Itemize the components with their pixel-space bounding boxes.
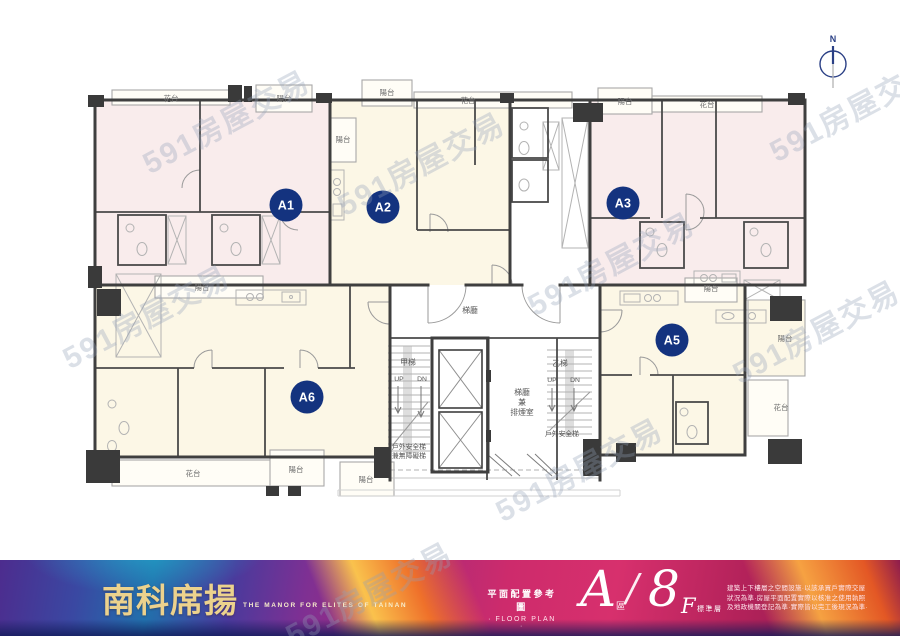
main-walls bbox=[93, 98, 807, 482]
area-label: 陽台 bbox=[778, 333, 793, 343]
zone-suffix: 區 bbox=[616, 601, 626, 611]
area-label: 花台 bbox=[774, 402, 789, 412]
lobby-label: 梯廳 bbox=[462, 305, 478, 315]
plan-caption-en: · FLOOR PLAN · bbox=[488, 616, 556, 630]
plan-caption: 平面配置參考圖 · FLOOR PLAN · bbox=[486, 587, 558, 630]
unit-badge-label: A1 bbox=[278, 199, 295, 213]
zone-letter: A bbox=[580, 560, 617, 618]
smoke-lobby-line3: 排煙室 bbox=[510, 407, 534, 417]
exit-stair-a-note: 兼無障礙梯 bbox=[392, 451, 426, 460]
disclaimer-line1: 建築上下樓層之空間設施·以該承買戶實際交屋 bbox=[727, 585, 866, 592]
stair-b-label: 乙梯 bbox=[552, 358, 568, 368]
area-label: 花台 bbox=[186, 468, 201, 478]
area-label: 陽台 bbox=[359, 474, 374, 484]
exit-stair-a-label: 戶外安全梯 bbox=[392, 442, 426, 451]
plan-caption-zh: 平面配置參考圖 bbox=[487, 589, 557, 612]
exit-stair-b-label: 戶外安全梯 bbox=[545, 429, 579, 438]
project-title: 南科席揚 bbox=[102, 584, 238, 620]
floor-suffix: 標準層 bbox=[697, 606, 723, 613]
area-label: 陽台 bbox=[277, 93, 292, 103]
unit-badge-label: A5 bbox=[664, 334, 681, 348]
core-labels: 梯廳 甲梯 UP DN 戶外安全梯 兼無障礙梯 梯廳 兼 排煙室 乙梯 UP D… bbox=[392, 305, 580, 460]
area-label: 花台 bbox=[164, 93, 179, 103]
column-blocks bbox=[86, 85, 805, 496]
area-label: 陽台 bbox=[336, 134, 351, 144]
floor-number: 8 bbox=[648, 560, 680, 618]
area-label: 陽台 bbox=[704, 283, 719, 293]
unit-badge-label: A6 bbox=[299, 391, 316, 405]
project-subtitle: THE MANOR FOR ELITES OF TAINAN bbox=[243, 602, 408, 609]
stair-a-up-label: UP bbox=[394, 376, 404, 383]
zone-floor-divider: / bbox=[626, 566, 639, 610]
unit-badge-label: A3 bbox=[615, 197, 632, 211]
area-labels: 花台陽台陽台花台陽台花台陽台陽台陽台陽台花台花台陽台陽台 bbox=[164, 87, 793, 484]
interior-walls bbox=[95, 100, 805, 480]
plan-details bbox=[107, 117, 781, 497]
smoke-lobby-line1: 梯廳 bbox=[514, 387, 530, 397]
disclaimer-line3: 及地政機關登記為準·實際皆以完工後現況為準· bbox=[727, 604, 868, 611]
area-label: 花台 bbox=[700, 99, 715, 109]
unit-badge-label: A2 bbox=[375, 201, 392, 215]
stair-b-up-label: UP bbox=[547, 377, 557, 384]
unit-badge-circle bbox=[269, 188, 303, 222]
smoke-lobby-line2: 兼 bbox=[518, 397, 526, 407]
area-label: 陽台 bbox=[618, 96, 633, 106]
floor-plan-drawing: 梯廳 甲梯 UP DN 戶外安全梯 兼無障礙梯 梯廳 兼 排煙室 乙梯 UP D… bbox=[86, 34, 847, 497]
unit-badge-circle bbox=[366, 190, 400, 224]
unit-badge-circle bbox=[606, 186, 640, 220]
stair-a-label: 甲梯 bbox=[400, 357, 416, 367]
banner bbox=[0, 560, 900, 636]
disclaimer: 建築上下樓層之空間設施·以該承買戶實際交屋 狀況為準·房屋平面配置實際以核准之使… bbox=[727, 584, 875, 613]
stair-b-dn-label: DN bbox=[570, 377, 580, 384]
area-label: 陽台 bbox=[380, 87, 395, 97]
unit-badge-circle bbox=[655, 323, 689, 357]
area-label: 陽台 bbox=[195, 282, 210, 292]
compass: N bbox=[819, 34, 847, 88]
compass-north-label: N bbox=[830, 34, 837, 44]
area-label: 花台 bbox=[461, 95, 476, 105]
unit-badge-circle bbox=[290, 380, 324, 414]
area-label: 陽台 bbox=[289, 464, 304, 474]
floor-letter: F bbox=[681, 594, 696, 618]
stair-a-dn-label: DN bbox=[417, 376, 427, 383]
disclaimer-line2: 狀況為準·房屋平面配置實際以核准之使用執照 bbox=[727, 594, 866, 602]
